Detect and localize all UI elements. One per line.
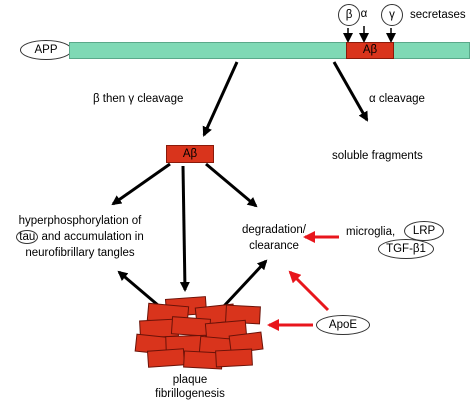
alpha-secretase-label: α [360,8,368,20]
degradation-line-1: degradation/ [242,224,306,236]
gamma-secretase-label: γ [381,4,403,26]
lrp-label: LRP [404,221,444,241]
app-protein-bar [69,42,470,59]
secretases-label: secretases [410,9,466,21]
arrow-abeta-to-hyper [111,162,171,206]
red-arrow-apoe-degradation [288,270,330,312]
beta-gamma-cleavage-label: β then γ cleavage [93,93,184,105]
arrow-to-abeta [202,61,239,137]
alpha-cleavage-label: α cleavage [369,93,425,105]
tgf-beta1-label: TGF-β1 [378,239,434,259]
beta-secretase-label: β [338,4,360,26]
tau-label: tau [16,230,39,244]
arrow-to-soluble [332,61,369,122]
abeta-box: Aβ [166,145,214,163]
hyper-line-3: neurofibrillary tangles [25,247,135,259]
app-label: APP [20,40,72,60]
plaque-bricks [134,296,264,370]
plaque-fibrillogenesis-label: plaque fibrillogenesis [145,373,235,401]
arrow-plaque-to-hyper [117,270,160,308]
hyper-line-2: tau and accumulation in [5,229,155,245]
hyper-line-1: hyperphosphorylation of [18,215,142,227]
hyperphosphorylation-label: hyperphosphorylation of tau and accumula… [5,213,155,261]
degradation-line-2: clearance [249,240,299,252]
hyper-line-2-rest: and accumulation in [38,231,144,243]
plaque-line-1: plaque [172,374,208,386]
arrow-abeta-to-degradation [205,162,258,208]
plaque-line-2: fibrillogenesis [155,388,225,400]
arrow-plaque-to-degradation [222,259,268,308]
degradation-clearance-label: degradation/ clearance [232,222,316,254]
abeta-segment: Aβ [346,42,394,59]
soluble-fragments-label: soluble fragments [332,150,423,162]
arrow-abeta-to-plaque [179,165,190,292]
microglia-label: microglia, [346,226,396,238]
apoe-label: ApoE [316,315,370,335]
